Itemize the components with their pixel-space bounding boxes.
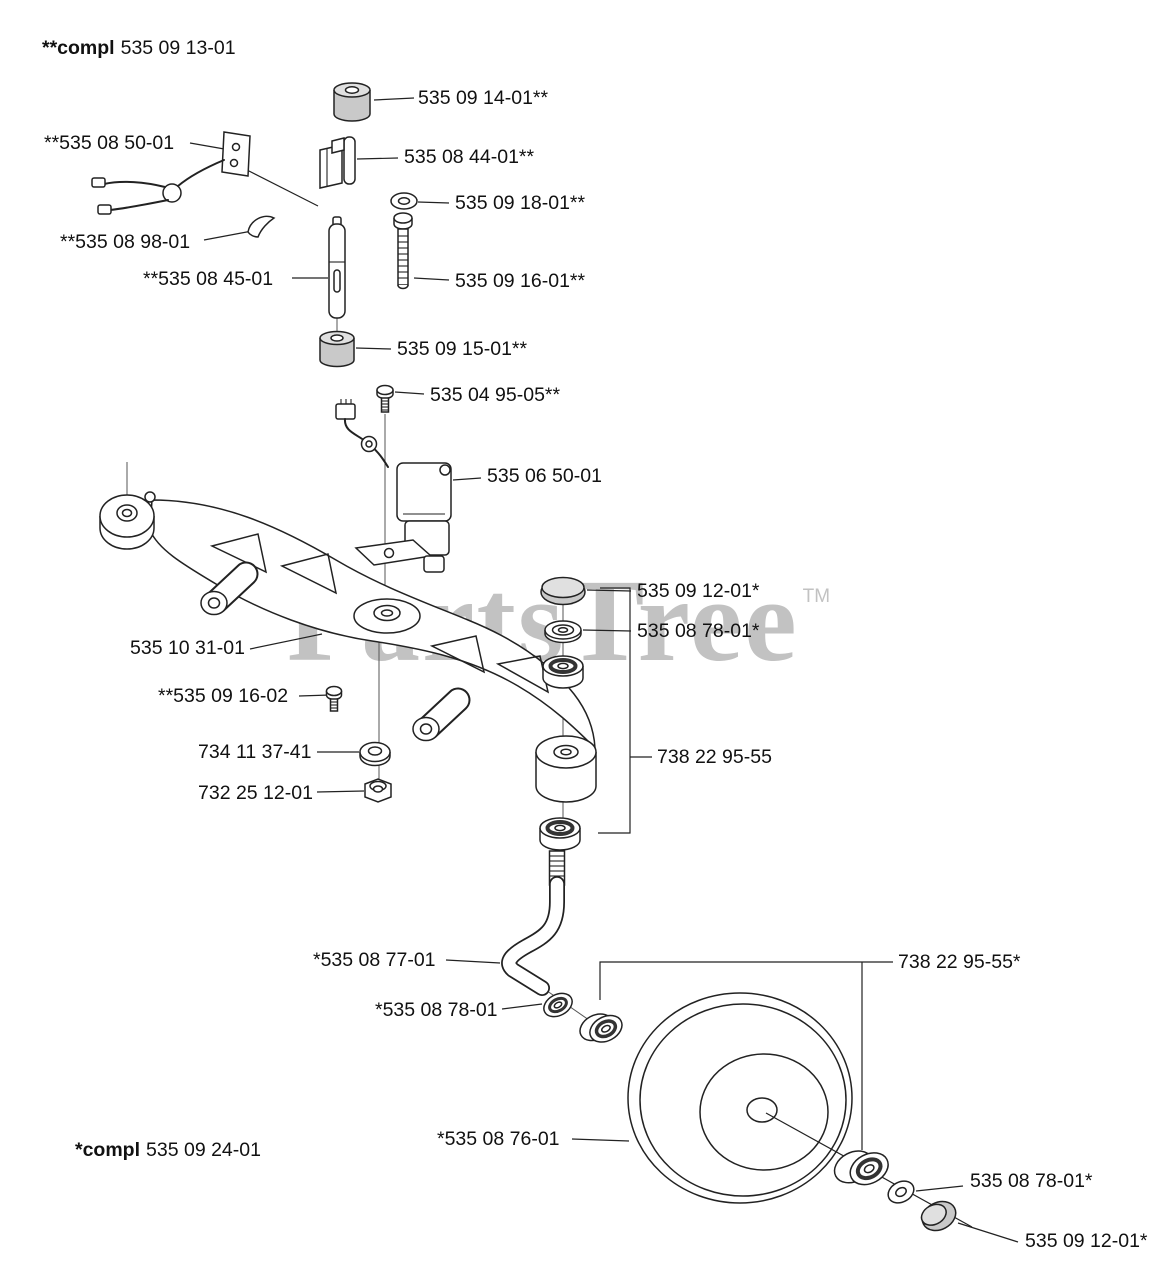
part-screw-beam xyxy=(325,685,343,712)
compl-bottom-prefix: *compl xyxy=(75,1139,141,1161)
part-washer-upper xyxy=(544,620,582,644)
part-screw xyxy=(376,384,394,413)
label-535-08-78-01-lower: 535 08 78-01* xyxy=(970,1170,1093,1192)
label-535-08-50-01: **535 08 50-01 xyxy=(44,132,175,154)
part-bushing-upper xyxy=(333,82,371,122)
compl-top-prefix: **compl xyxy=(42,37,115,59)
part-bushing-lower xyxy=(319,330,355,368)
label-535-08-76-01: *535 08 76-01 xyxy=(437,1128,560,1150)
label-535-08-98-01: **535 08 98-01 xyxy=(60,231,191,253)
label-734-11-37-41: 734 11 37-41 xyxy=(198,741,312,763)
label-535-04-95-05: 535 04 95-05** xyxy=(430,384,561,406)
part-bolt xyxy=(393,212,413,290)
part-bearing-upper xyxy=(542,655,584,689)
part-flat-washer xyxy=(359,741,391,767)
part-wire-connector xyxy=(335,399,389,468)
part-washer-small xyxy=(390,192,418,210)
part-cap-upper xyxy=(540,576,586,606)
label-535-08-78-01-upper: 535 08 78-01* xyxy=(637,620,760,642)
part-lock-nut xyxy=(364,778,392,803)
part-clamp xyxy=(319,136,356,189)
label-535-06-50-01: 535 06 50-01 xyxy=(487,465,602,487)
label-535-08-44-01: 535 08 44-01** xyxy=(404,146,535,168)
part-pivot-pin xyxy=(328,216,346,319)
part-washer-lower-right xyxy=(887,1180,915,1204)
compl-bottom-number: 535 09 24-01 xyxy=(146,1139,261,1161)
part-switch xyxy=(354,462,452,573)
label-535-09-12-01-upper: 535 09 12-01* xyxy=(637,580,760,602)
part-bearing-lower xyxy=(539,817,581,851)
label-535-09-16-01: 535 09 16-01** xyxy=(455,270,586,292)
label-732-25-12-01: 732 25 12-01 xyxy=(198,782,313,804)
label-535-09-16-02: **535 09 16-02 xyxy=(158,685,289,707)
bearing-kit-upper-bracket xyxy=(598,587,652,834)
compl-top-number: 535 09 13-01 xyxy=(120,37,236,59)
bearing-kit-lower-bracket xyxy=(599,961,893,1150)
centerlines xyxy=(126,318,613,1037)
part-caster-fork xyxy=(501,850,566,996)
label-535-09-14-01: 535 09 14-01** xyxy=(418,87,549,109)
label-535-10-31-01: 535 10 31-01 xyxy=(130,637,245,659)
label-535-09-18-01: 535 09 18-01** xyxy=(455,192,586,214)
part-bearing-caster-b xyxy=(579,1013,623,1043)
label-535-08-78-01-caster: *535 08 78-01 xyxy=(375,999,498,1021)
part-cap-lower-right xyxy=(920,1200,957,1232)
label-535-08-77-01: *535 08 77-01 xyxy=(313,949,436,971)
part-axle-beam xyxy=(99,491,597,803)
label-535-09-12-01-lower: 535 09 12-01* xyxy=(1025,1230,1148,1252)
label-738-22-95-55-upper: 738 22 95-55 xyxy=(657,746,772,768)
part-wheel xyxy=(627,992,853,1204)
label-738-22-95-55-lower: 738 22 95-55* xyxy=(898,951,1021,973)
part-clip xyxy=(247,215,276,238)
part-bearing-caster-a xyxy=(543,992,573,1018)
label-535-08-45-01: **535 08 45-01 xyxy=(143,268,274,290)
part-wire-bracket xyxy=(91,131,251,215)
part-bearing-wheel-outer xyxy=(833,1150,889,1186)
label-535-09-15-01: 535 09 15-01** xyxy=(397,338,528,360)
